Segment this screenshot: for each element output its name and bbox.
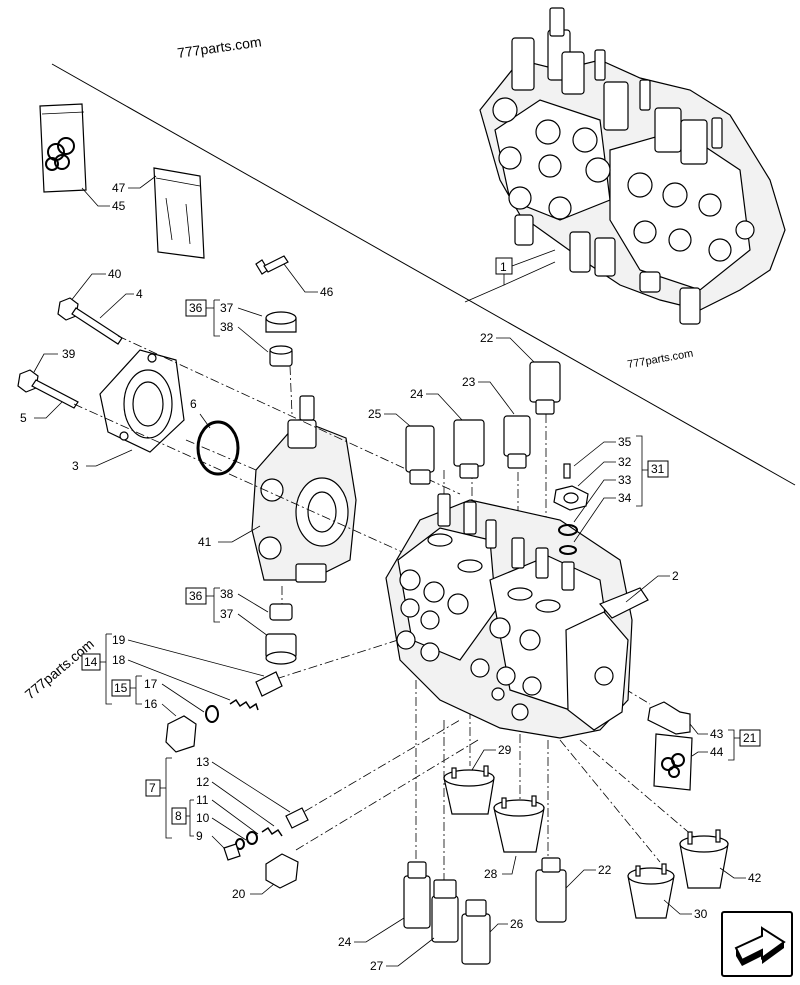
callout-31: 31 (651, 462, 665, 476)
sensor-43-icon (647, 701, 691, 735)
cartridge-27-icon (431, 879, 459, 943)
forward-arrow-icon[interactable] (721, 911, 793, 977)
valve-section-41-icon (251, 395, 357, 583)
callout-1: 1 (500, 260, 507, 274)
cover-29-icon (443, 765, 495, 815)
cartridge-22-top-icon (529, 361, 561, 415)
callout-box-31[interactable] (647, 460, 669, 478)
callout-24-bottom: 24 (338, 935, 352, 949)
callout-14: 14 (84, 655, 98, 669)
callout-11: 11 (196, 793, 209, 807)
cartridge-23-icon (503, 415, 531, 469)
callout-4: 4 (136, 287, 143, 301)
callout-28: 28 (484, 867, 498, 881)
watermark-right: 777parts.com (626, 348, 694, 371)
callout-24-top: 24 (410, 387, 424, 401)
cartridge-24-bottom-icon (403, 861, 431, 929)
callout-17: 17 (144, 677, 158, 691)
callout-37-top: 37 (220, 301, 234, 315)
cartridge-25-icon (405, 425, 435, 485)
spring-valve-19-icon (165, 671, 283, 753)
callout-36-top: 36 (189, 301, 203, 315)
callout-33: 33 (618, 473, 632, 487)
callout-44: 44 (710, 745, 724, 759)
callout-box-21[interactable] (739, 729, 761, 747)
cover-30-icon (627, 863, 675, 919)
callout-6: 6 (190, 397, 197, 411)
callout-19: 19 (112, 633, 126, 647)
callout-30: 30 (694, 907, 708, 921)
callout-7: 7 (149, 781, 156, 795)
cartridge-24-top-icon (453, 419, 485, 479)
plug-20-icon (265, 853, 299, 889)
valve-13-icon (223, 807, 309, 861)
cartridge-22-bottom-icon (535, 857, 567, 923)
plug-37-bottom-icon (265, 603, 297, 665)
callout-43: 43 (710, 727, 724, 741)
callout-29: 29 (498, 743, 512, 757)
callout-3: 3 (72, 459, 79, 473)
callout-5: 5 (20, 411, 27, 425)
callout-20: 20 (232, 887, 246, 901)
bolt-4-icon (57, 297, 123, 345)
callout-46: 46 (320, 285, 334, 299)
callout-38-bottom: 38 (220, 587, 234, 601)
parts-bag-icon (153, 167, 205, 259)
callout-9: 9 (196, 829, 203, 843)
callout-41: 41 (198, 535, 212, 549)
callout-36-bottom: 36 (189, 589, 203, 603)
label-44-icon (653, 733, 693, 791)
callout-18: 18 (112, 653, 126, 667)
seal-kit-bag-icon (39, 103, 87, 193)
callout-42: 42 (748, 871, 762, 885)
o-ring-6-icon (196, 420, 240, 476)
callout-2: 2 (672, 569, 679, 583)
callout-40: 40 (108, 267, 122, 281)
valve-assembly-illustration (479, 7, 786, 325)
flange-3-icon (99, 349, 185, 453)
callout-15: 15 (114, 681, 128, 695)
cover-42-icon (679, 829, 729, 889)
bolt-5-icon (17, 369, 79, 409)
bolt-46-icon (255, 255, 289, 275)
callout-21: 21 (743, 731, 757, 745)
callout-22-bottom: 22 (598, 863, 612, 877)
callout-27: 27 (370, 959, 384, 973)
callout-39: 39 (62, 347, 76, 361)
callout-45: 45 (112, 199, 126, 213)
callout-38-top: 38 (220, 320, 234, 334)
callout-34: 34 (618, 491, 632, 505)
callout-10: 10 (196, 811, 210, 825)
callout-16: 16 (144, 697, 158, 711)
callout-37-bottom: 37 (220, 607, 234, 621)
callout-23: 23 (462, 375, 476, 389)
callout-12: 12 (196, 775, 210, 789)
watermark-top: 777parts.com (176, 33, 262, 61)
callout-25: 25 (368, 407, 382, 421)
cover-28-icon (493, 795, 545, 853)
callout-47: 47 (112, 181, 126, 195)
callout-35: 35 (618, 435, 632, 449)
callout-26: 26 (510, 917, 524, 931)
cartridge-26-icon (461, 899, 491, 965)
callout-8: 8 (175, 809, 182, 823)
plug-37-top-icon (265, 311, 297, 367)
callout-22-top: 22 (480, 331, 494, 345)
callout-13: 13 (196, 755, 210, 769)
valve-body-2-icon (385, 493, 649, 739)
plate-32-icon (553, 463, 589, 555)
callout-32: 32 (618, 455, 632, 469)
separator-line (51, 63, 796, 486)
